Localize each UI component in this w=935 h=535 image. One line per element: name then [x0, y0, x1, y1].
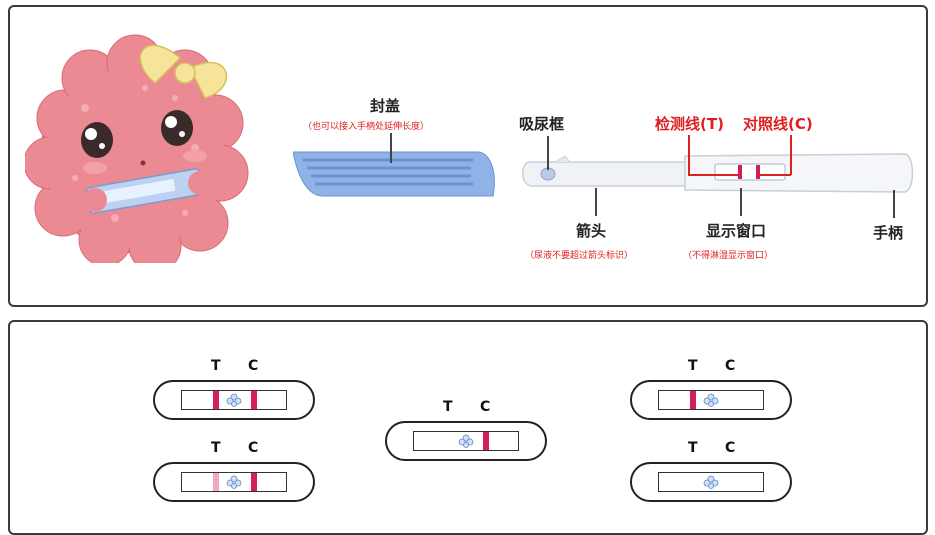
result-strip-5	[630, 462, 792, 502]
result-strip-4	[630, 380, 792, 420]
flower-icon	[703, 475, 719, 489]
test-marker-label: T	[443, 399, 453, 415]
result-strip-3	[385, 421, 547, 461]
result-window	[658, 390, 764, 410]
cap-label: 封盖	[370, 97, 401, 115]
test-marker-label: T	[688, 440, 698, 456]
control-marker-label: C	[248, 440, 259, 456]
window-leader-line	[740, 188, 742, 216]
control-band	[251, 391, 257, 409]
control-band	[483, 432, 489, 450]
control-marker-label: C	[725, 440, 736, 456]
arrow-leader-line	[595, 188, 597, 216]
result-window	[181, 472, 287, 492]
test-line-leader-v	[688, 135, 690, 175]
mascot-bow	[139, 44, 228, 99]
test-line-leader-h	[688, 174, 738, 176]
cap-illustration	[293, 151, 495, 197]
cap-note: （也可以接入手柄处延伸长度）	[303, 122, 430, 132]
mascot-eyes	[81, 110, 193, 158]
window-note: （不得淋湿显示窗口）	[683, 251, 774, 261]
arrow-note: （尿液不要超过箭头标识）	[525, 251, 634, 261]
flower-icon	[458, 434, 474, 448]
test-band	[213, 473, 219, 491]
result-window	[658, 472, 764, 492]
absorbent-leader-line	[547, 136, 549, 170]
mascot-illustration	[25, 34, 249, 263]
handle-leader-line	[893, 190, 895, 218]
control-line-leader-h	[757, 174, 791, 176]
flower-icon	[226, 475, 242, 489]
test-band	[690, 391, 696, 409]
control-marker-label: C	[248, 358, 259, 374]
arrow-label: 箭头	[576, 222, 607, 240]
cap-leader-line	[390, 133, 392, 163]
result-window	[413, 431, 519, 451]
control-marker-label: C	[480, 399, 491, 415]
handle-label: 手柄	[873, 224, 904, 242]
result-window	[181, 390, 287, 410]
flower-icon	[226, 393, 242, 407]
control-marker-label: C	[725, 358, 736, 374]
flower-icon	[703, 393, 719, 407]
result-strip-2	[153, 462, 315, 502]
window-label: 显示窗口	[706, 222, 767, 240]
control-band	[728, 473, 734, 491]
test-line-label: 检测线(T)	[655, 115, 724, 133]
test-marker-label: T	[688, 358, 698, 374]
control-line-leader-v	[790, 135, 792, 175]
absorbent-label: 吸尿框	[519, 115, 565, 133]
control-line-label: 对照线(C)	[743, 115, 813, 133]
result-strip-1	[153, 380, 315, 420]
test-device-illustration	[522, 153, 914, 193]
control-band	[251, 473, 257, 491]
test-marker-label: T	[211, 358, 221, 374]
control-band	[728, 391, 734, 409]
test-band	[690, 473, 696, 491]
test-band	[445, 432, 451, 450]
test-marker-label: T	[211, 440, 221, 456]
test-band	[213, 391, 219, 409]
